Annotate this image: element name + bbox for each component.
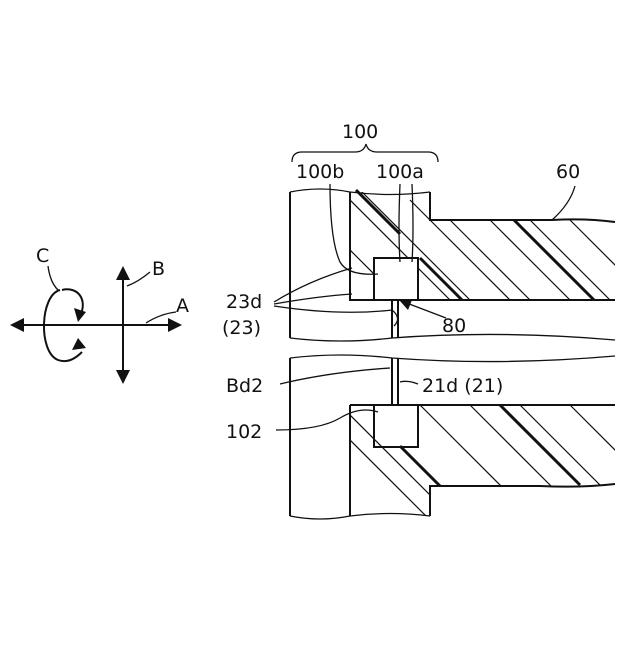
- thick-mark-2: [420, 258, 462, 300]
- label-bd2: Bd2: [226, 375, 263, 397]
- label-100a: 100a: [376, 161, 424, 183]
- label-102: 102: [226, 421, 262, 443]
- rotation-arrowhead-lower-icon: [72, 338, 86, 350]
- rotation-arrowhead-icon: [74, 308, 86, 322]
- arrowhead-right-icon: [168, 318, 182, 332]
- label-23d: 23d: [226, 291, 262, 313]
- label-b: B: [152, 258, 165, 280]
- leader-c: [48, 266, 58, 290]
- lower-bottom-break-line: [290, 514, 430, 520]
- leader-60: [552, 186, 575, 220]
- arrowhead-down-icon: [116, 370, 130, 384]
- label-100: 100: [342, 121, 378, 143]
- direction-legend: C B A: [10, 245, 189, 384]
- leader-23d-3: [274, 306, 398, 326]
- element-102-box: [374, 405, 418, 447]
- leader-100b: [330, 184, 378, 274]
- arrowhead-up-icon: [116, 266, 130, 280]
- leader-100a-2: [412, 184, 413, 262]
- callouts: 100 100b 100a 60 23d (23) 80 Bd2 21d (21…: [222, 121, 580, 443]
- thick-mark-4: [400, 446, 440, 486]
- lower-break-line: [290, 355, 615, 362]
- label-21d: 21d (21): [422, 375, 503, 397]
- upper-hatching: [320, 190, 640, 300]
- upper-body-bottom-edge: [350, 192, 615, 300]
- upper-body-top-edge: [430, 192, 615, 222]
- label-23: (23): [222, 317, 261, 339]
- thick-mark-5: [500, 405, 580, 485]
- leader-b: [127, 272, 150, 286]
- label-a: A: [176, 295, 189, 317]
- upper-break-line: [290, 189, 430, 195]
- label-c: C: [36, 245, 49, 267]
- brace-100: [292, 144, 438, 162]
- leader-80: [404, 302, 446, 318]
- element-100-box: [374, 258, 418, 300]
- lower-hatching: [330, 405, 640, 525]
- label-100b: 100b: [296, 161, 344, 183]
- leader-21d: [400, 381, 418, 384]
- leader-bd2: [280, 368, 390, 384]
- leader-100a-1: [399, 184, 400, 262]
- leader-23d-1: [274, 268, 352, 302]
- label-60: 60: [556, 161, 580, 183]
- arrowhead-left-icon: [10, 318, 24, 332]
